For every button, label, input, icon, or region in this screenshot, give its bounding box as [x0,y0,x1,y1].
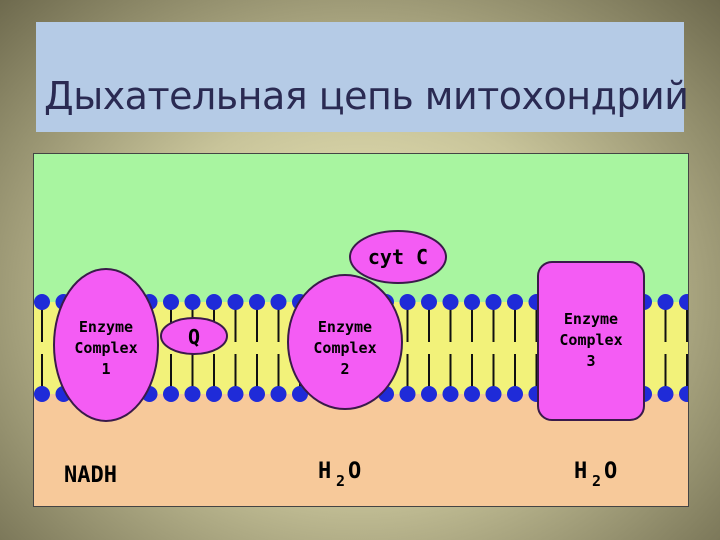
enzyme-complex-3[interactable]: Enzyme Complex 3 [537,261,645,421]
h2o-left-h: H [318,459,331,484]
lipid-head [249,386,265,402]
complex1-label-line3: 1 [101,360,110,378]
h2o-label-right: H 2 O [574,459,617,490]
diagram-svg: Enzyme Complex 1 Q cyt C Enzyme Complex … [34,154,688,506]
lipid-head [657,294,674,310]
lipid-head [421,386,437,402]
lipid-head [206,386,222,402]
complex2-label-line3: 2 [340,360,349,378]
lipid-head [657,386,674,402]
lipid-head [163,294,179,310]
lipid-head [464,294,480,310]
lipid-head [399,386,416,402]
complex1-label-line2: Complex [74,339,137,357]
lipid-head [227,386,244,402]
lipid-head [184,386,201,402]
lipid-head [249,294,265,310]
complex2-label-line1: Enzyme [318,318,372,336]
cytc-label: cyt C [368,245,428,269]
coenzyme-q[interactable]: Q [160,317,228,355]
h2o-left-sub: 2 [336,472,345,490]
page-title: Дыхательная цепь митохондрий [44,74,689,118]
complex1-label-line1: Enzyme [79,318,133,336]
complex3-label-line1: Enzyme [564,310,618,328]
complex2-label-line2: Complex [313,339,376,357]
lipid-head [464,386,480,402]
lipid-head [270,386,287,402]
lipid-head [507,294,523,310]
lipid-head [34,294,50,310]
cytochrome-c[interactable]: cyt C [349,230,447,284]
lipid-head [270,294,287,310]
nadh-label: NADH [64,463,117,488]
title-banner: Дыхательная цепь митохондрий [36,22,689,132]
lipid-head [507,386,523,402]
lipid-head [485,386,502,402]
lipid-head [34,386,50,402]
lipid-head [206,294,222,310]
h2o-right-o: O [604,459,617,484]
lipid-head [163,386,179,402]
lipid-head [442,386,459,402]
lipid-head [485,294,502,310]
q-label: Q [188,325,200,349]
lipid-head [679,294,688,310]
h2o-label-left: H 2 O [318,459,361,490]
lipid-head [679,386,688,402]
lipid-head [227,294,244,310]
respiratory-chain-diagram: Enzyme Complex 1 Q cyt C Enzyme Complex … [33,153,689,507]
complex3-label-line3: 3 [586,352,595,370]
lipid-head [421,294,437,310]
lipid-head [442,294,459,310]
h2o-right-h: H [574,459,587,484]
lipid-head [184,294,201,310]
enzyme-complex-2[interactable]: Enzyme Complex 2 [287,274,403,410]
h2o-right-sub: 2 [592,472,601,490]
lipid-head [399,294,416,310]
complex3-label-line2: Complex [559,331,622,349]
h2o-left-o: O [348,459,361,484]
enzyme-complex-1[interactable]: Enzyme Complex 1 [53,268,159,422]
